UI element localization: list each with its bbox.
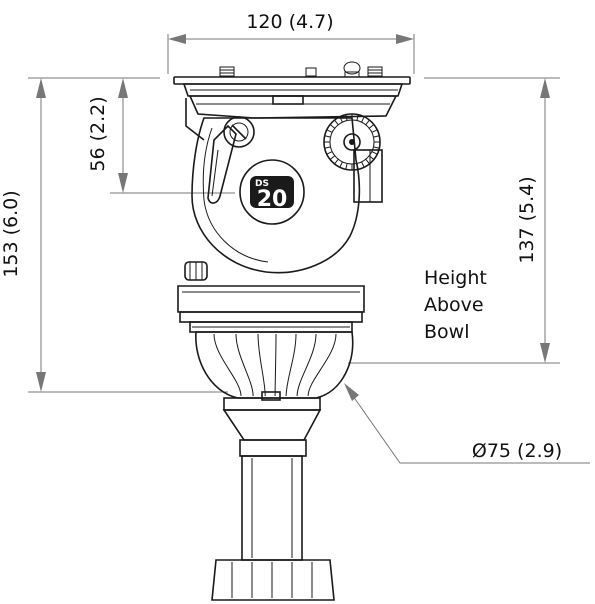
pan-lock-knob (184, 261, 208, 281)
head-body (191, 117, 383, 274)
tripod-head-drawing: DS 20 (173, 61, 411, 601)
badge-number-text: 20 (257, 187, 288, 212)
dim-total-height-label: 153 (6.0) (0, 190, 22, 277)
pan-base (177, 285, 365, 333)
height-above-bowl-line-2: Above (424, 294, 484, 316)
bowl (195, 331, 354, 399)
quick-release-plate (173, 76, 411, 141)
ds20-badge: DS 20 (239, 159, 305, 225)
dimension-lines (28, 34, 590, 464)
counterbalance-knob (323, 113, 381, 171)
bowl-clamp-knob (211, 559, 335, 601)
dim-width-label: 120 (4.7) (246, 11, 333, 33)
badge-series-text: DS (255, 179, 269, 189)
bowl-clamp (222, 391, 322, 561)
dim-bowl-diameter-label: Ø75 (2.9) (472, 440, 562, 462)
height-above-bowl-line-1: Height (424, 267, 487, 289)
height-above-bowl-line-3: Bowl (424, 321, 469, 343)
tilt-lock-lever (207, 116, 255, 204)
height-above-bowl-label: Height Above Bowl (424, 267, 487, 343)
dim-bowl-height-label: 137 (5.4) (516, 176, 538, 263)
plate-screws (219, 61, 383, 78)
dim-plate-height-label: 56 (2.2) (87, 96, 109, 171)
